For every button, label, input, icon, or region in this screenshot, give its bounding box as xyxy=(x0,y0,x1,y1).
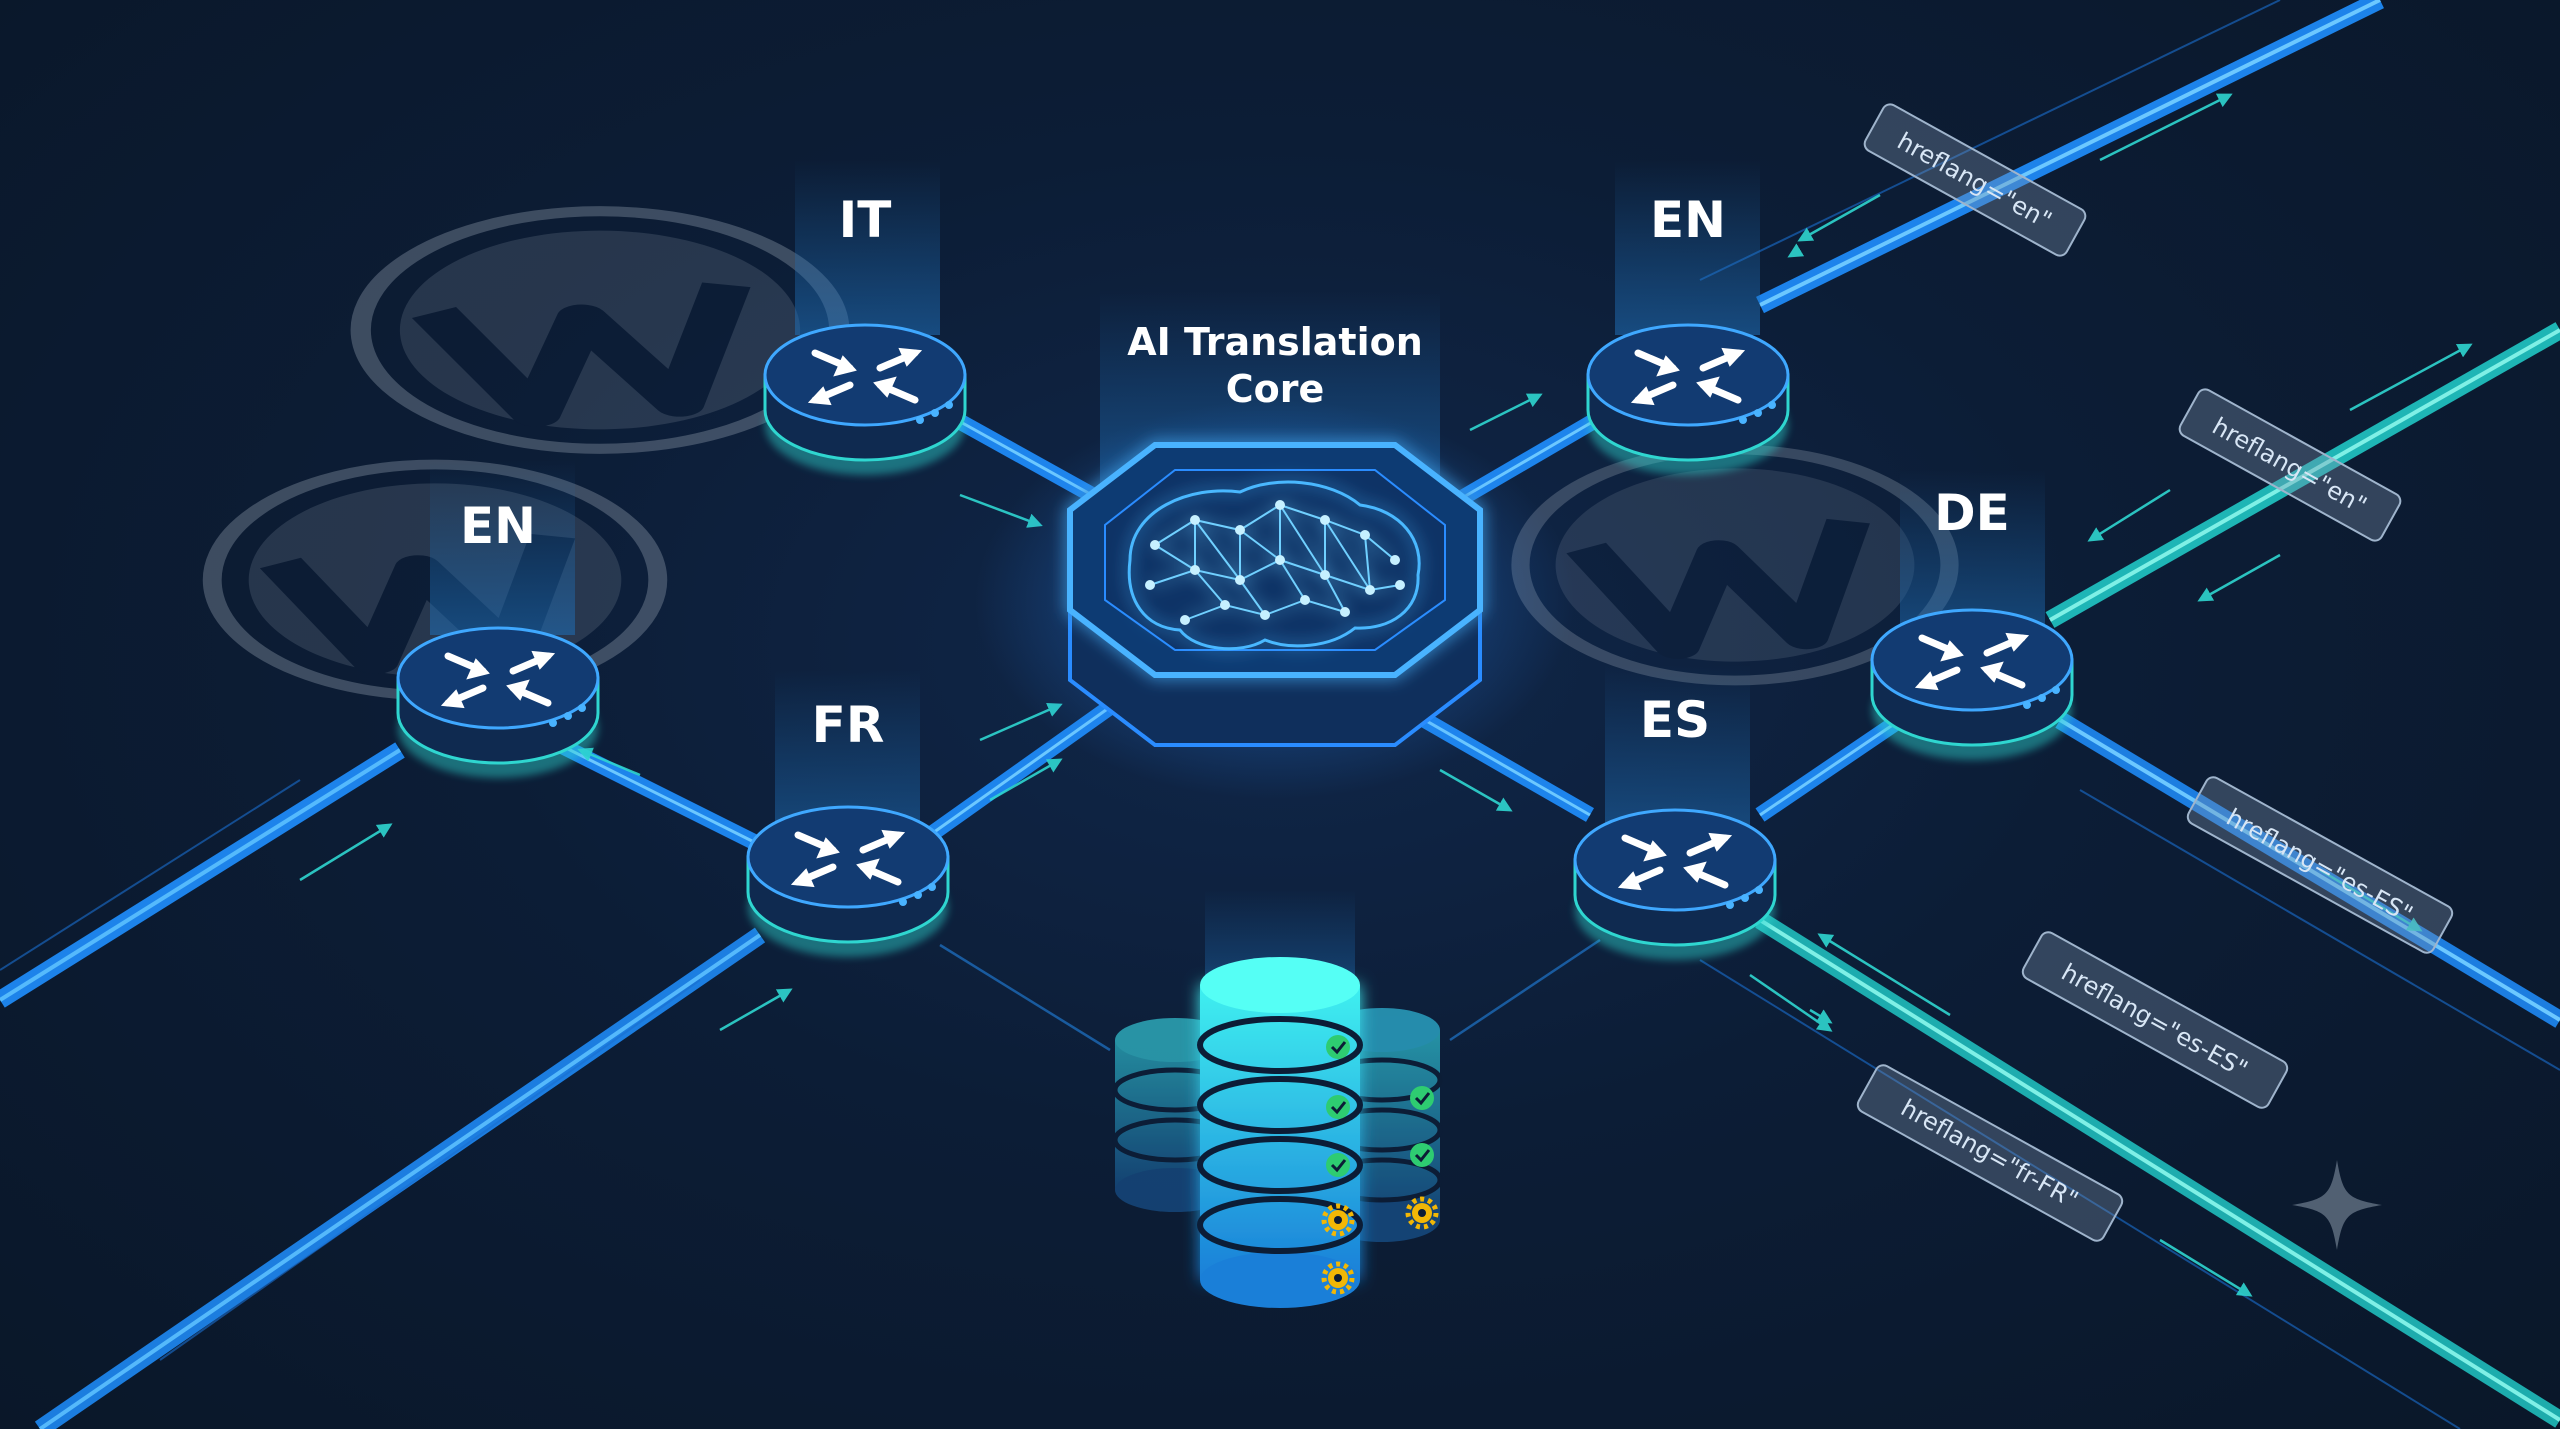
check-icon xyxy=(1410,1086,1434,1110)
core-title-line2: Core xyxy=(1226,367,1325,411)
arrows-converge-icon xyxy=(1914,632,2030,691)
gear-icon xyxy=(1321,1203,1355,1237)
node-label: FR xyxy=(812,696,885,754)
node-label: ES xyxy=(1640,691,1710,749)
check-icon xyxy=(1326,1153,1350,1177)
check-icon xyxy=(1410,1143,1434,1167)
flow-arrows xyxy=(299,93,2473,1297)
arrows-converge-icon xyxy=(807,347,923,406)
node-en-right: EN xyxy=(1586,191,1790,475)
core-title-line1: AI Translation xyxy=(1127,320,1423,364)
node-de: DE xyxy=(1870,484,2074,760)
node-fr: FR xyxy=(746,696,950,957)
arrows-converge-icon xyxy=(1630,347,1746,406)
hreflang-tag: hreflang="es-ES" xyxy=(2021,931,2289,1109)
arrows-converge-icon xyxy=(440,650,556,709)
hreflang-tag: hreflang="fr-FR" xyxy=(1856,1064,2124,1242)
node-en-left: EN xyxy=(396,497,600,778)
wordpress-logo xyxy=(350,206,850,454)
gear-icon xyxy=(1321,1261,1355,1295)
node-label: EN xyxy=(460,497,536,555)
arrows-converge-icon xyxy=(1617,832,1733,891)
node-label: DE xyxy=(1934,484,2010,542)
check-icon xyxy=(1326,1035,1350,1059)
arrows-converge-icon xyxy=(790,829,906,888)
check-icon xyxy=(1326,1095,1350,1119)
database-icon xyxy=(1112,957,1443,1308)
hreflang-tag-text: hreflang="es-ES" xyxy=(2222,803,2418,928)
ai-translation-core: AI Translation Core xyxy=(975,320,1575,800)
node-label: EN xyxy=(1650,191,1726,249)
hreflang-tag-text: hreflang="es-ES" xyxy=(2057,958,2253,1083)
sparkle-icon xyxy=(2292,1160,2382,1250)
node-label: IT xyxy=(839,191,892,249)
node-it: IT xyxy=(763,191,967,475)
gear-icon xyxy=(1405,1196,1439,1230)
node-es: ES xyxy=(1573,691,1777,960)
hreflang-tag: hreflang="es-ES" xyxy=(2186,776,2454,954)
